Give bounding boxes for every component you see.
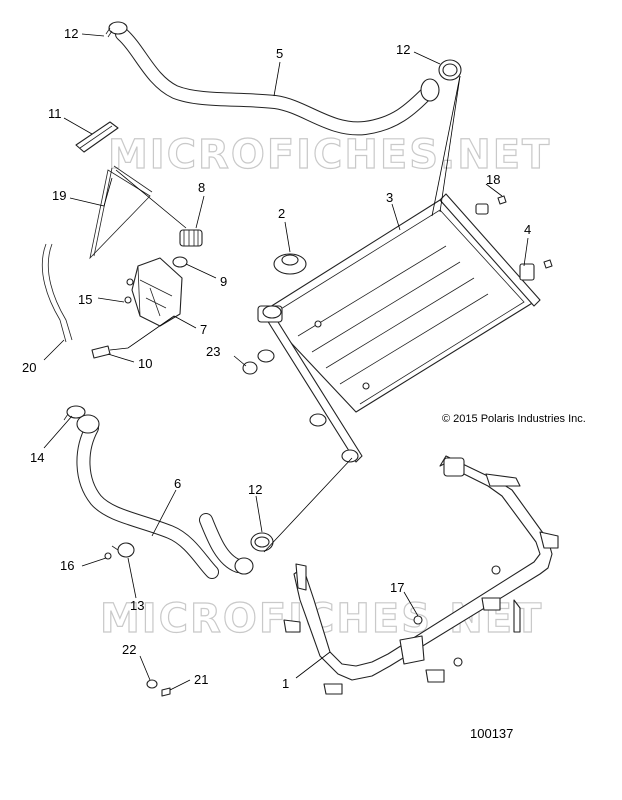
callout-19: 19 bbox=[52, 188, 66, 203]
reservoir-cap bbox=[179, 229, 203, 247]
callout-17: 17 bbox=[390, 580, 404, 595]
lower-hose bbox=[76, 414, 254, 579]
hose-clamp-top-right bbox=[438, 59, 462, 81]
copyright-text: © 2015 Polaris Industries Inc. bbox=[442, 413, 586, 425]
screw-15 bbox=[124, 278, 134, 304]
screw-18 bbox=[497, 195, 507, 205]
callout-2: 2 bbox=[278, 206, 285, 221]
callout-11: 11 bbox=[48, 106, 62, 121]
callout-labels: 12 5 12 11 19 8 18 3 2 4 9 15 7 20 10 23… bbox=[22, 26, 531, 691]
callout-22: 22 bbox=[122, 642, 136, 657]
hose-clamp-13 bbox=[111, 542, 135, 558]
watermark-top: MICROFICHES.NET bbox=[108, 132, 551, 178]
screw-21 bbox=[161, 687, 171, 697]
leader-lines bbox=[43, 33, 529, 691]
radiator-screw bbox=[314, 320, 322, 328]
leader-line bbox=[431, 75, 461, 217]
upper-hose bbox=[115, 27, 440, 136]
grommet bbox=[242, 361, 258, 375]
callout-3: 3 bbox=[386, 190, 393, 205]
hose-clamp-14 bbox=[63, 405, 86, 421]
callout-10: 10 bbox=[138, 356, 152, 371]
callout-18: 18 bbox=[486, 172, 500, 187]
hose-clamp-lower bbox=[250, 532, 274, 552]
callout-7: 7 bbox=[200, 322, 207, 337]
seal-ring bbox=[75, 121, 119, 153]
callout-21: 21 bbox=[194, 672, 208, 687]
nut-22 bbox=[146, 679, 158, 689]
callout-1: 1 bbox=[282, 676, 289, 691]
callout-14: 14 bbox=[30, 450, 44, 465]
callout-6: 6 bbox=[174, 476, 181, 491]
callout-20: 20 bbox=[22, 360, 36, 375]
vent-hose bbox=[41, 243, 73, 343]
o-ring bbox=[172, 256, 188, 268]
radiator-screw bbox=[362, 382, 370, 390]
screw-17 bbox=[413, 615, 423, 625]
callout-5: 5 bbox=[276, 46, 283, 61]
callout-12: 12 bbox=[64, 26, 78, 41]
coolant-reservoir bbox=[131, 257, 183, 327]
hose-clamp-top-left bbox=[105, 21, 128, 38]
overflow-tube bbox=[89, 165, 153, 260]
callout-12: 12 bbox=[396, 42, 410, 57]
screw-16 bbox=[104, 552, 112, 560]
frame-screw bbox=[491, 565, 501, 575]
diagram-id: 100137 bbox=[470, 726, 513, 741]
callout-13: 13 bbox=[130, 598, 144, 613]
callout-8: 8 bbox=[198, 180, 205, 195]
callout-23: 23 bbox=[206, 344, 220, 359]
leader-line bbox=[263, 457, 353, 553]
callout-16: 16 bbox=[60, 558, 74, 573]
hose-fitting bbox=[91, 345, 111, 359]
callout-15: 15 bbox=[78, 292, 92, 307]
radiator bbox=[257, 193, 541, 463]
radiator-mount-frame bbox=[283, 455, 559, 695]
frame-screw bbox=[453, 657, 463, 667]
screw-4 bbox=[543, 259, 553, 269]
callout-12: 12 bbox=[248, 482, 262, 497]
radiator-cap bbox=[273, 253, 307, 275]
callout-9: 9 bbox=[220, 274, 227, 289]
callout-4: 4 bbox=[524, 222, 531, 237]
